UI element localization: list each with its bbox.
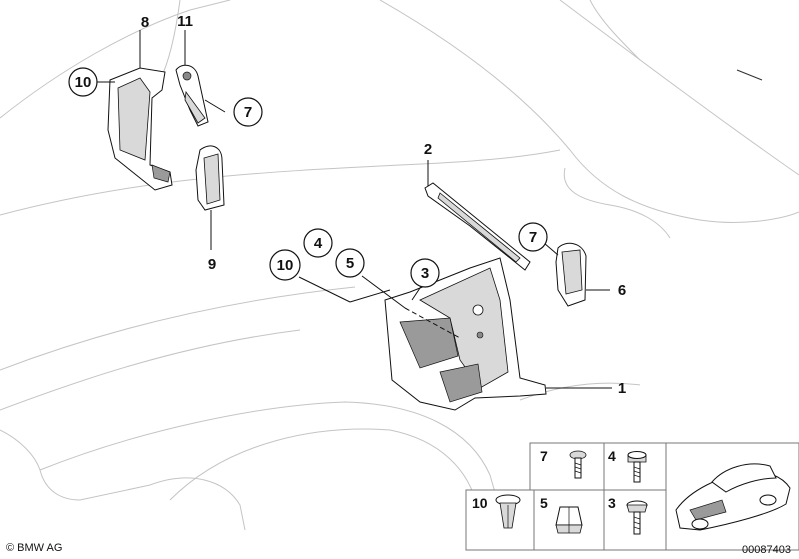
number-6: 6 <box>618 282 626 299</box>
number-2: 2 <box>424 141 432 158</box>
fastener-legend: 7 4 10 5 3 <box>465 442 799 551</box>
callout-3: 3 <box>410 258 440 288</box>
trim-line <box>736 69 763 81</box>
callout-7-right: 7 <box>518 222 548 252</box>
callout-10-top: 10 <box>68 67 98 97</box>
car-interior-outline <box>0 0 799 531</box>
leader-10-a <box>298 276 351 303</box>
part-11-cover <box>175 30 209 127</box>
number-1: 1 <box>618 380 626 397</box>
callout-4: 4 <box>303 228 333 258</box>
leader-5-dash <box>404 307 461 339</box>
callout-10-mid-label: 10 <box>277 257 294 274</box>
nut-5-icon <box>555 506 583 534</box>
callout-4-label: 4 <box>314 235 323 252</box>
part-6-side-piece <box>555 242 610 307</box>
copyright-text: © BMW AG <box>6 542 62 554</box>
legend-5: 5 <box>540 495 548 511</box>
screw-4-icon <box>627 451 647 483</box>
callout-10-top-label: 10 <box>75 74 92 91</box>
legend-7: 7 <box>540 448 548 464</box>
leader-5 <box>361 275 406 309</box>
callout-5-label: 5 <box>346 255 354 272</box>
number-8: 8 <box>141 14 149 31</box>
legend-3: 3 <box>608 495 616 511</box>
screw-3-icon <box>626 500 648 535</box>
callout-5: 5 <box>335 248 365 278</box>
car-thumbnail-icon <box>675 463 791 531</box>
callout-7-top: 7 <box>233 97 263 127</box>
part-10-upper-panel <box>107 30 173 191</box>
part-2-rail <box>424 160 531 271</box>
clip-10-icon <box>495 494 521 529</box>
number-9: 9 <box>208 256 216 273</box>
number-11: 11 <box>177 13 193 30</box>
part-1-main-panel <box>384 257 612 411</box>
callout-10-mid: 10 <box>269 249 301 281</box>
screw-7-icon <box>569 450 587 479</box>
callout-7-top-label: 7 <box>244 104 252 121</box>
leader-7-right <box>543 242 559 256</box>
legend-4: 4 <box>608 448 616 464</box>
callout-3-label: 3 <box>421 265 429 282</box>
leader-7-top <box>204 99 226 113</box>
callout-7-right-label: 7 <box>529 229 537 246</box>
part-9-strip <box>195 145 225 250</box>
legend-10: 10 <box>472 495 488 511</box>
catalog-number: 00087403 <box>742 544 791 556</box>
leader-3 <box>411 284 423 301</box>
